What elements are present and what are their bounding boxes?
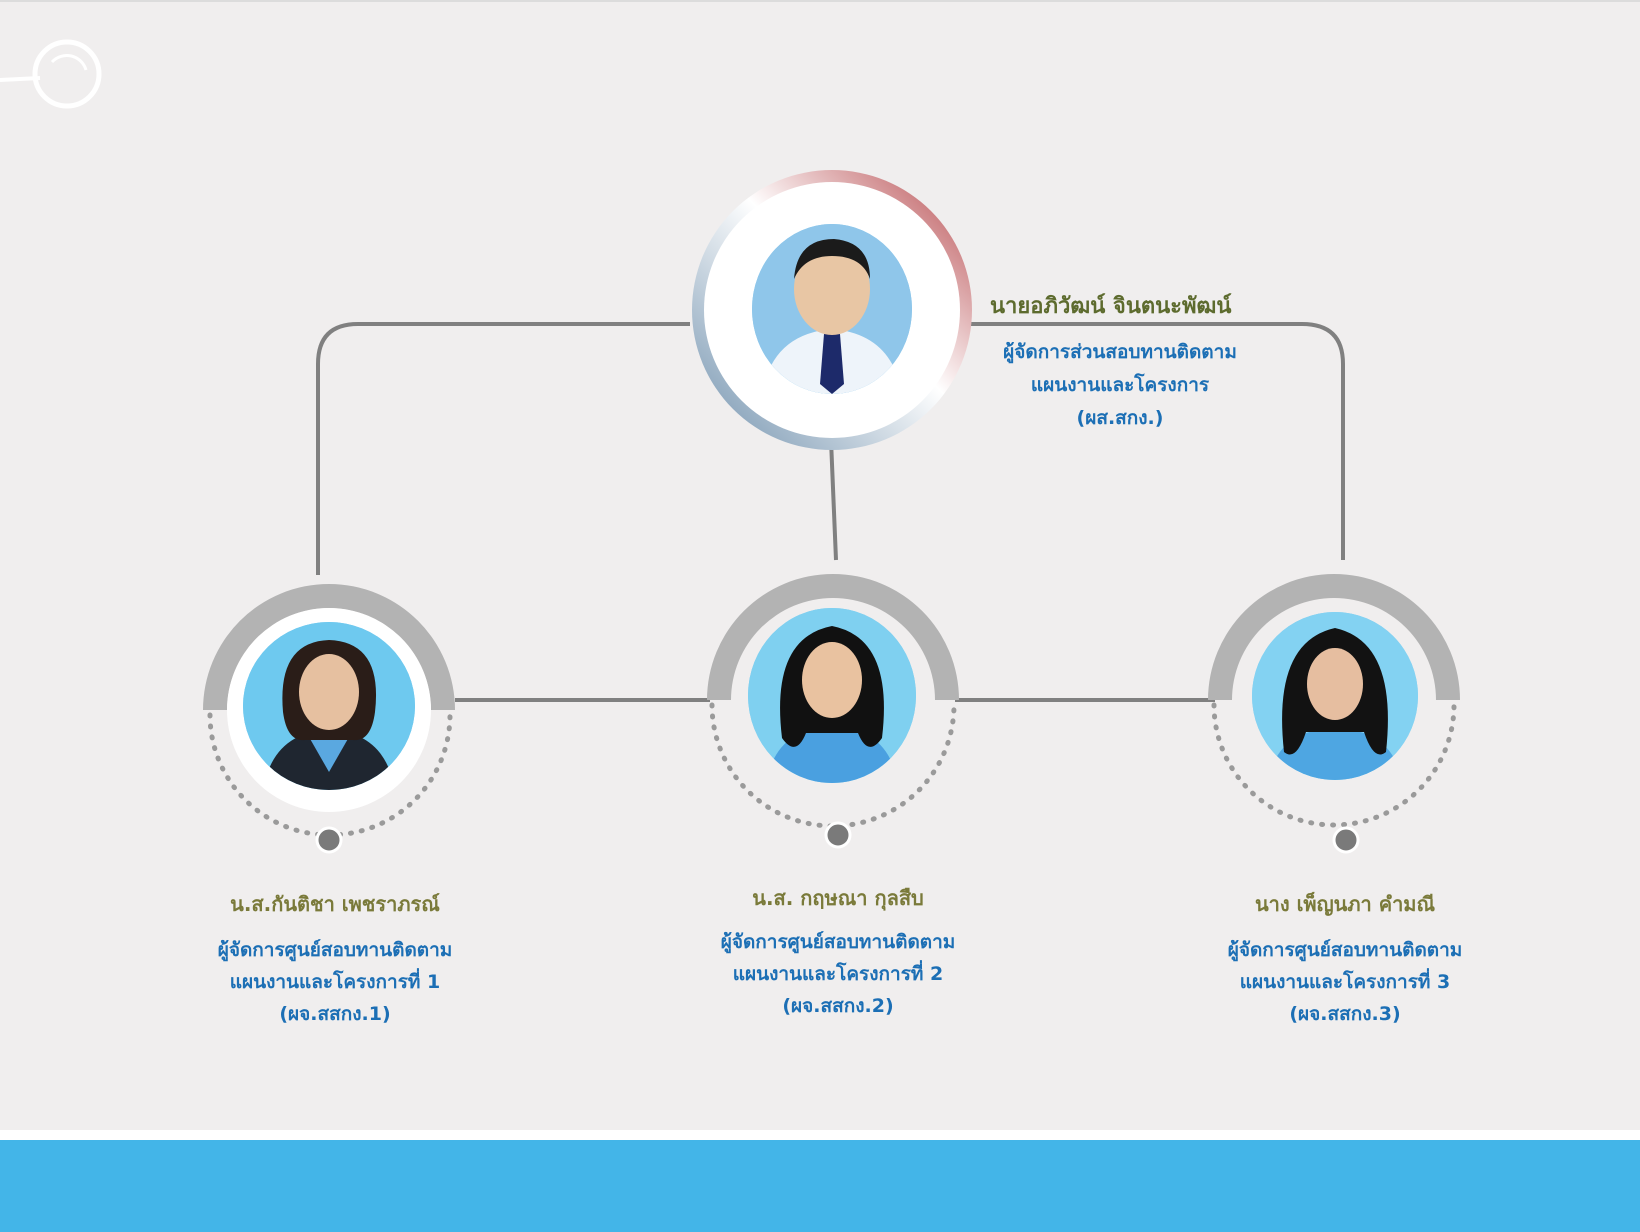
staff-2-text: น.ส. กฤษณา กุลสืบ ผู้จัดการศูนย์สอบทานติ… xyxy=(693,882,983,1022)
staff-3-text: นาง เพ็ญนภา คำมณี ผู้จัดการศูนย์สอบทานติ… xyxy=(1200,888,1490,1030)
head-photo xyxy=(752,224,912,394)
staff-1-name: น.ส.กันติชา เพชราภรณ์ xyxy=(230,892,440,916)
staff-2-title-line2: แผนงานและโครงการที่ 2 xyxy=(732,963,944,985)
corner-ornament xyxy=(0,39,102,109)
staff-3-title-line1: ผู้จัดการศูนย์สอบทานติดตาม xyxy=(1227,939,1463,961)
staff-photo-1 xyxy=(243,622,415,790)
staff-3-title-line2: แผนงานและโครงการที่ 3 xyxy=(1239,971,1451,993)
footer-divider xyxy=(0,1130,1640,1140)
head-title: ผู้จัดการส่วนสอบทานติดตาม แผนงานและโครงก… xyxy=(985,336,1255,435)
staff-ring-2 xyxy=(707,574,959,849)
staff-1-text: น.ส.กันติชา เพชราภรณ์ ผู้จัดการศูนย์สอบท… xyxy=(190,888,480,1030)
staff-3-name: นาง เพ็ญนภา คำมณี xyxy=(1254,892,1436,916)
staff-1-abbr: (ผจ.สสกง.1) xyxy=(279,1003,391,1025)
staff-photo-2 xyxy=(748,608,916,783)
top-rule xyxy=(0,0,1640,2)
head-abbr: (ผส.สกง.) xyxy=(1076,407,1164,429)
staff-ring-3 xyxy=(1208,574,1460,854)
head-name: นายอภิวัฒน์ จินตนะพัฒน์ xyxy=(990,294,1232,319)
staff-2-title-line1: ผู้จัดการศูนย์สอบทานติดตาม xyxy=(720,931,956,953)
staff-2-name: น.ส. กฤษณา กุลสืบ xyxy=(752,886,924,910)
connector-lines xyxy=(316,322,1345,702)
staff-3-abbr: (ผจ.สสกง.3) xyxy=(1289,1003,1401,1025)
head-title-line1: ผู้จัดการส่วนสอบทานติดตาม xyxy=(1003,341,1237,363)
staff-1-title-line1: ผู้จัดการศูนย์สอบทานติดตาม xyxy=(217,939,453,961)
staff-photo-3 xyxy=(1252,612,1418,780)
footer-bar xyxy=(0,1140,1640,1232)
staff-2-abbr: (ผจ.สสกง.2) xyxy=(782,995,894,1017)
staff-1-title-line2: แผนงานและโครงการที่ 1 xyxy=(229,971,441,993)
head-title-line2: แผนงานและโครงการ xyxy=(1030,374,1210,396)
